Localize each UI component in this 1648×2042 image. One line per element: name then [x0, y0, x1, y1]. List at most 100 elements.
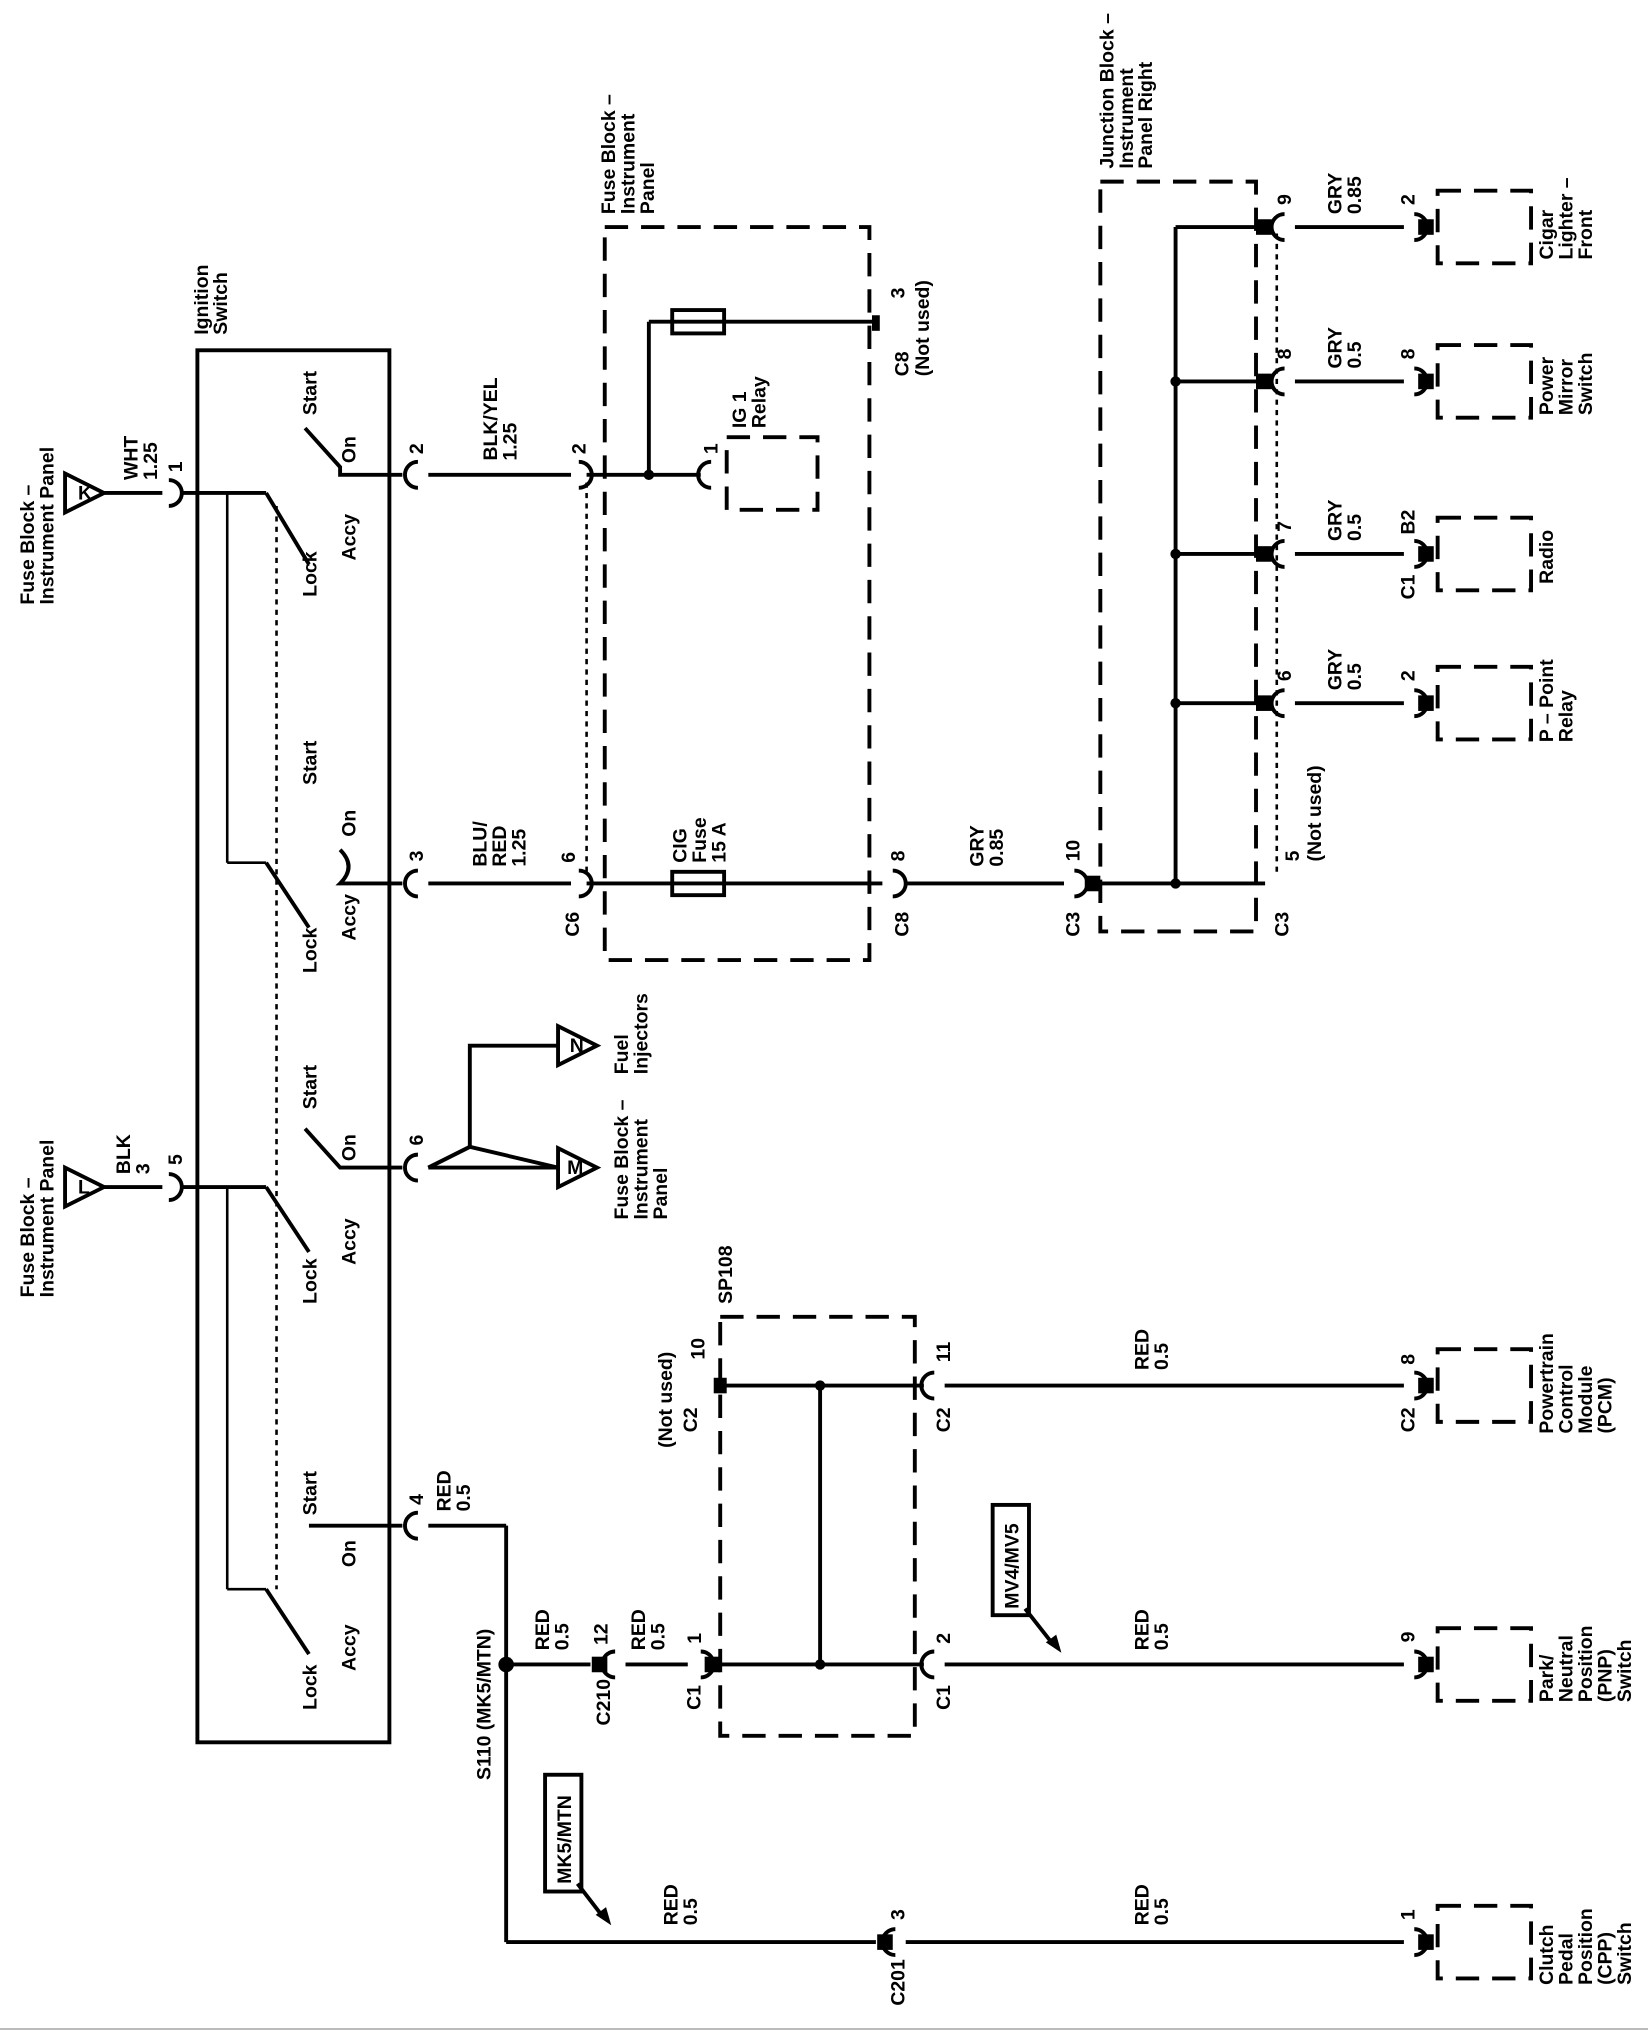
- bottom-rule: [0, 2028, 1648, 2030]
- svg-text:Position: Position: [1575, 1908, 1597, 1985]
- svg-text:RED: RED: [433, 1470, 455, 1511]
- svg-text:Start: Start: [300, 1470, 322, 1515]
- svg-text:BLK/YEL: BLK/YEL: [480, 377, 502, 460]
- svg-text:4: 4: [406, 1494, 428, 1505]
- switch-pin-6: 6: [403, 1135, 428, 1183]
- wire-blu-red: BLU/ RED 1.25: [428, 821, 572, 886]
- ignition-switch-title: Ignition: [191, 265, 213, 335]
- svg-text:3: 3: [132, 1163, 154, 1174]
- svg-text:On: On: [339, 436, 361, 463]
- svg-text:1: 1: [1397, 1909, 1419, 1920]
- svg-text:Fuse Block –: Fuse Block –: [17, 1177, 39, 1297]
- svg-text:(PCM): (PCM): [1594, 1377, 1616, 1433]
- svg-text:Switch: Switch: [1614, 1639, 1636, 1702]
- jb-output-9: 9 GRY 0.85 2 Cigar Lighter – Front: [1175, 173, 1597, 266]
- svg-text:N: N: [570, 1035, 584, 1057]
- svg-text:Injectors: Injectors: [631, 993, 653, 1074]
- svg-text:RED: RED: [1131, 1609, 1153, 1650]
- svg-text:Mirror: Mirror: [1556, 359, 1578, 416]
- pin6-outputs: N Fuel Injectors M Fuse Block – Instrume…: [427, 993, 672, 1220]
- svg-text:On: On: [339, 1134, 361, 1161]
- svg-text:Lock: Lock: [300, 1258, 322, 1304]
- svg-text:0.5: 0.5: [453, 1484, 475, 1511]
- svg-text:C3: C3: [1271, 912, 1293, 937]
- svg-text:GRY: GRY: [967, 825, 989, 866]
- svg-text:Cigar: Cigar: [1536, 209, 1558, 259]
- svg-text:C1: C1: [1397, 574, 1419, 599]
- svg-text:GRY: GRY: [1325, 173, 1347, 214]
- svg-text:0.85: 0.85: [1344, 176, 1366, 214]
- fuse-block-ip: Fuse Block – Instrument Panel 2 6 C6 1 I…: [558, 94, 934, 962]
- svg-text:10: 10: [1063, 840, 1085, 862]
- svg-text:Instrument: Instrument: [618, 113, 640, 214]
- svg-text:C210: C210: [593, 1679, 615, 1726]
- svg-text:C8: C8: [891, 912, 913, 937]
- svg-text:K: K: [78, 482, 92, 504]
- svg-text:(Not used): (Not used): [655, 1352, 677, 1448]
- svg-text:Park/: Park/: [1536, 1654, 1558, 1702]
- svg-text:Lock: Lock: [300, 927, 322, 973]
- svg-text:C2: C2: [1397, 1407, 1419, 1432]
- wire-blk-yel: BLK/YEL 1.25: [428, 377, 572, 477]
- svg-text:3: 3: [887, 287, 909, 298]
- svg-text:CIG: CIG: [669, 828, 691, 863]
- svg-text:On: On: [339, 1540, 361, 1567]
- svg-text:8: 8: [887, 850, 909, 861]
- svg-text:Start: Start: [300, 370, 322, 415]
- svg-text:M: M: [567, 1157, 583, 1179]
- splice-s110: S110 (MK5/MTN): [474, 1629, 496, 1780]
- svg-text:15 A: 15 A: [708, 822, 730, 862]
- svg-text:Neutral: Neutral: [1556, 1635, 1578, 1702]
- svg-text:2: 2: [933, 1633, 955, 1644]
- svg-text:RED: RED: [660, 1884, 682, 1925]
- svg-text:GRY: GRY: [1325, 500, 1347, 541]
- svg-text:C6: C6: [562, 912, 584, 937]
- svg-text:L: L: [78, 1177, 90, 1199]
- svg-text:MK5/MTN: MK5/MTN: [554, 1795, 576, 1884]
- svg-text:(Not used): (Not used): [912, 280, 934, 376]
- junction-block-ip-right: Junction Block – Instrument Panel Right …: [1063, 13, 1597, 937]
- svg-text:0.5: 0.5: [1151, 1343, 1173, 1370]
- svg-text:RED: RED: [1131, 1884, 1153, 1925]
- jb-output-6: 6 GRY 0.5 2 P – Point Relay: [1170, 649, 1578, 742]
- svg-text:C2: C2: [680, 1407, 702, 1432]
- component-pnp: RED 0.5 9 Park/ Neutral Position (PNP) S…: [944, 1609, 1636, 1703]
- svg-text:0.5: 0.5: [680, 1898, 702, 1925]
- svg-text:Lighter –: Lighter –: [1556, 177, 1578, 259]
- svg-text:1.25: 1.25: [500, 423, 522, 461]
- svg-text:5: 5: [165, 1154, 187, 1165]
- sp108-title: SP108: [715, 1245, 737, 1304]
- svg-text:Fuse Block –: Fuse Block –: [17, 484, 39, 604]
- svg-text:1.25: 1.25: [140, 442, 162, 480]
- svg-text:0.5: 0.5: [1151, 1898, 1173, 1925]
- svg-text:9: 9: [1397, 1631, 1419, 1642]
- svg-text:1: 1: [701, 443, 723, 454]
- svg-text:Accy: Accy: [339, 894, 361, 941]
- svg-text:Accy: Accy: [339, 1624, 361, 1671]
- switch-pin-3: 3: [403, 850, 428, 899]
- svg-text:GRY: GRY: [1325, 327, 1347, 368]
- svg-text:RED: RED: [628, 1609, 650, 1650]
- svg-text:Panel: Panel: [650, 1168, 672, 1220]
- svg-text:BLU/: BLU/: [470, 821, 492, 867]
- wire-red-switch-pin4: RED 0.5 S110 (MK5/MTN): [428, 1470, 514, 1943]
- svg-text:Instrument Panel: Instrument Panel: [36, 447, 58, 605]
- input-k: K Fuse Block – Instrument Panel WHT 1.25…: [17, 436, 187, 605]
- switch-pin-2: 2: [403, 443, 428, 490]
- svg-text:C8: C8: [891, 351, 913, 376]
- svg-text:C1: C1: [684, 1685, 706, 1710]
- svg-text:MV4/MV5: MV4/MV5: [1002, 1523, 1024, 1609]
- option-tag-mv4: MV4/MV5: [990, 1502, 1062, 1653]
- svg-text:Instrument: Instrument: [631, 1119, 653, 1220]
- svg-text:RED: RED: [489, 826, 511, 867]
- svg-text:C2: C2: [933, 1407, 955, 1432]
- svg-text:2: 2: [406, 443, 428, 454]
- c210-branch: RED 0.5 12 C210 RED 0.5: [506, 1609, 688, 1725]
- component-cpp: RED 0.5 3 C201 RED 0.5 1 Clutch Pedal Po…: [506, 1884, 1636, 2006]
- svg-text:Power: Power: [1536, 356, 1558, 415]
- svg-text:Switch: Switch: [210, 272, 232, 335]
- jb-output-7: 7 GRY 0.5 B2 C1 Radio: [1170, 500, 1558, 599]
- splice-pack-sp108: SP108 10 C2 (Not used) 11 C2 1 C1 2 C1: [655, 1245, 955, 1738]
- svg-text:Panel: Panel: [637, 162, 659, 214]
